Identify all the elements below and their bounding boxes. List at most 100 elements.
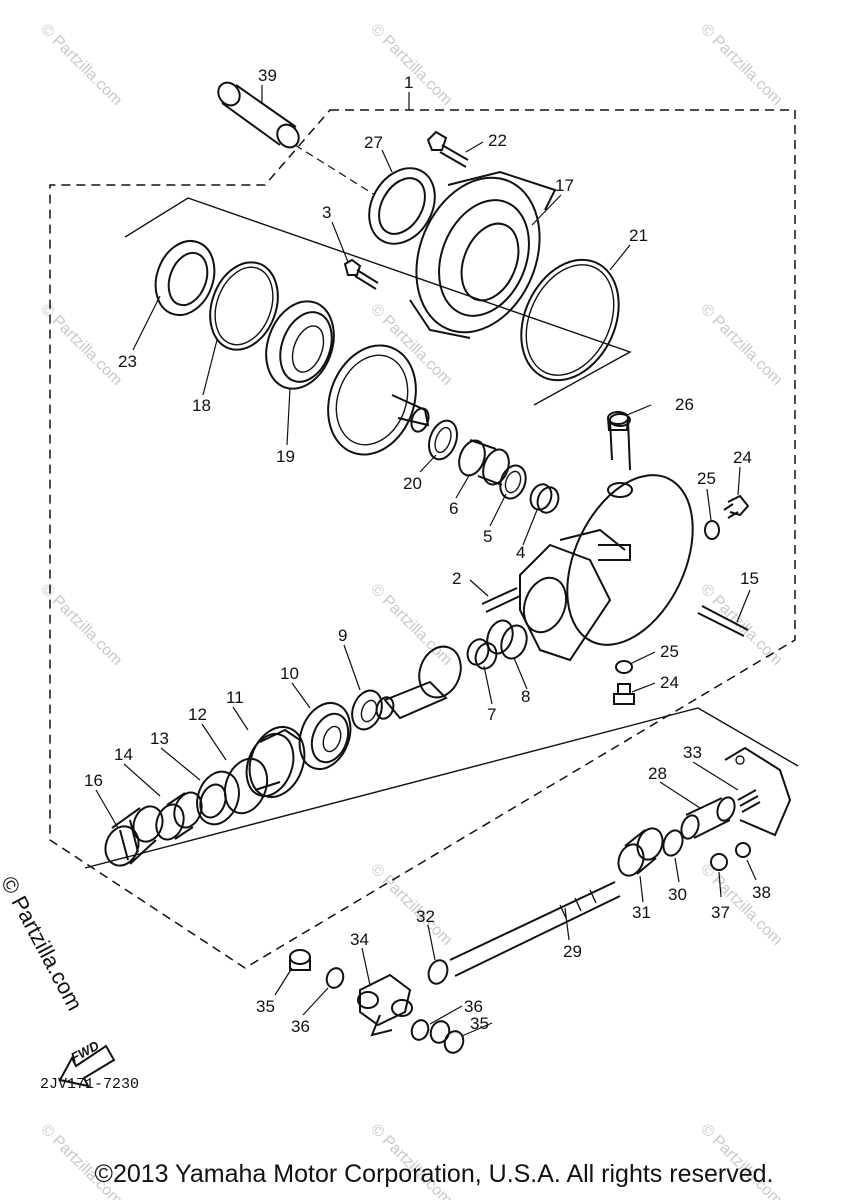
ring-part	[499, 464, 527, 500]
stud-part	[697, 605, 749, 637]
boot-part	[617, 827, 664, 877]
callout-label: 14	[114, 745, 133, 764]
callout-label: 32	[416, 907, 435, 926]
callout-label: 17	[555, 176, 574, 195]
gasket-plate-part	[724, 746, 792, 837]
callout-label: 19	[276, 447, 295, 466]
retainer-part	[245, 726, 306, 798]
callout-label: 25	[697, 469, 716, 488]
shaft-group-outline	[84, 707, 799, 869]
shim-part	[427, 419, 459, 461]
callout-label: 10	[280, 664, 299, 683]
stud-part	[481, 587, 521, 613]
callout-label: 36	[291, 1017, 310, 1036]
callout-label: 11	[226, 688, 244, 707]
callout-label: 23	[118, 352, 137, 371]
pipe-axis	[294, 144, 376, 196]
collar-part	[466, 638, 498, 670]
bearing-part	[298, 702, 352, 770]
ring-part	[662, 829, 684, 857]
boot-part	[104, 805, 164, 867]
callout-label: 13	[150, 729, 169, 748]
copyright-notice: ©2013 Yamaha Motor Corporation, U.S.A. A…	[94, 1160, 774, 1188]
spring-part	[737, 789, 761, 813]
callout-label: 25	[660, 642, 679, 661]
washer-part	[704, 520, 720, 540]
callout-label: 20	[403, 474, 422, 493]
callout-label: 5	[483, 527, 492, 546]
cap-part	[607, 411, 629, 431]
callout-label: 35	[256, 997, 275, 1016]
callout-label: 33	[683, 743, 702, 762]
callout-label: 12	[188, 705, 207, 724]
callout-label: 3	[322, 203, 331, 222]
callout-label: 7	[487, 705, 496, 724]
callout-label: 24	[733, 448, 752, 467]
ring-part	[325, 967, 345, 989]
callout-label: 29	[563, 942, 582, 961]
bearing-part	[265, 300, 335, 390]
seal-part	[196, 770, 240, 826]
bolt-part	[723, 494, 750, 519]
o-ring-part	[520, 258, 620, 382]
washer-part	[735, 842, 751, 858]
diagram-code: 2JV171-7230	[40, 1076, 140, 1093]
callout-label: 15	[740, 569, 759, 588]
watermark: © Partzilla.com	[367, 861, 455, 949]
callout-label: 30	[668, 885, 687, 904]
ring-part	[427, 959, 449, 985]
bearing-part	[458, 439, 510, 486]
watermark: © Partzilla.com	[37, 21, 125, 109]
watermark: © Partzilla.com	[697, 581, 785, 669]
callout-label: 31	[632, 903, 651, 922]
assembly-boundary	[49, 109, 796, 969]
bearing-group-outline	[124, 197, 632, 406]
callout-label: 2	[452, 569, 461, 588]
callout-label: 9	[338, 626, 347, 645]
leader-lines	[95, 85, 757, 1037]
collar-part	[155, 791, 203, 841]
callout-label: 36	[464, 997, 483, 1016]
gear-case-part	[519, 413, 694, 662]
universal-joint-part	[357, 973, 413, 1037]
callout-label: 34	[350, 930, 369, 949]
callout-label: 22	[488, 131, 507, 150]
callout-labels: 1 2 3 4 5 6 7 8 9 10 11 12 13 14 15 16 1…	[84, 66, 771, 1036]
callout-label: 28	[648, 764, 667, 783]
shim-part	[351, 689, 383, 731]
seal-part	[368, 167, 436, 245]
callout-label: 21	[629, 226, 648, 245]
watermark: © Partzilla.com	[37, 581, 125, 669]
bearing-part	[486, 619, 528, 660]
drive-shaft-part	[449, 881, 621, 977]
callout-label: 18	[192, 396, 211, 415]
bolt-part	[613, 683, 635, 705]
callout-label: 8	[521, 687, 530, 706]
callout-label: 39	[258, 66, 277, 85]
callout-label: 6	[449, 499, 458, 518]
bolt-part	[343, 258, 379, 290]
ring-part	[410, 1019, 430, 1041]
pinion-gear-part	[375, 645, 462, 720]
washer-part	[615, 660, 633, 674]
watermark: © Partzilla.com	[367, 581, 455, 669]
pipe-part	[680, 796, 736, 840]
bearing-cup-part	[289, 949, 311, 971]
watermark: © Partzilla.com	[697, 21, 785, 109]
collar-part	[529, 483, 560, 514]
callout-label: 4	[516, 543, 525, 562]
nut-part	[710, 853, 728, 871]
ring-gear-part	[327, 344, 430, 456]
ring-part	[209, 261, 279, 351]
housing-cover-part	[409, 170, 557, 339]
bearing-cup-part	[429, 1020, 465, 1054]
watermark: © Partzilla.com	[697, 301, 785, 389]
callout-label: 37	[711, 903, 730, 922]
callout-label: 1	[404, 73, 413, 92]
circlip-part	[223, 757, 269, 815]
forward-arrow-icon	[58, 1044, 116, 1088]
callout-label: 16	[84, 771, 103, 790]
callout-label: 35	[470, 1014, 489, 1033]
watermark: © Partzilla.com	[367, 21, 455, 109]
